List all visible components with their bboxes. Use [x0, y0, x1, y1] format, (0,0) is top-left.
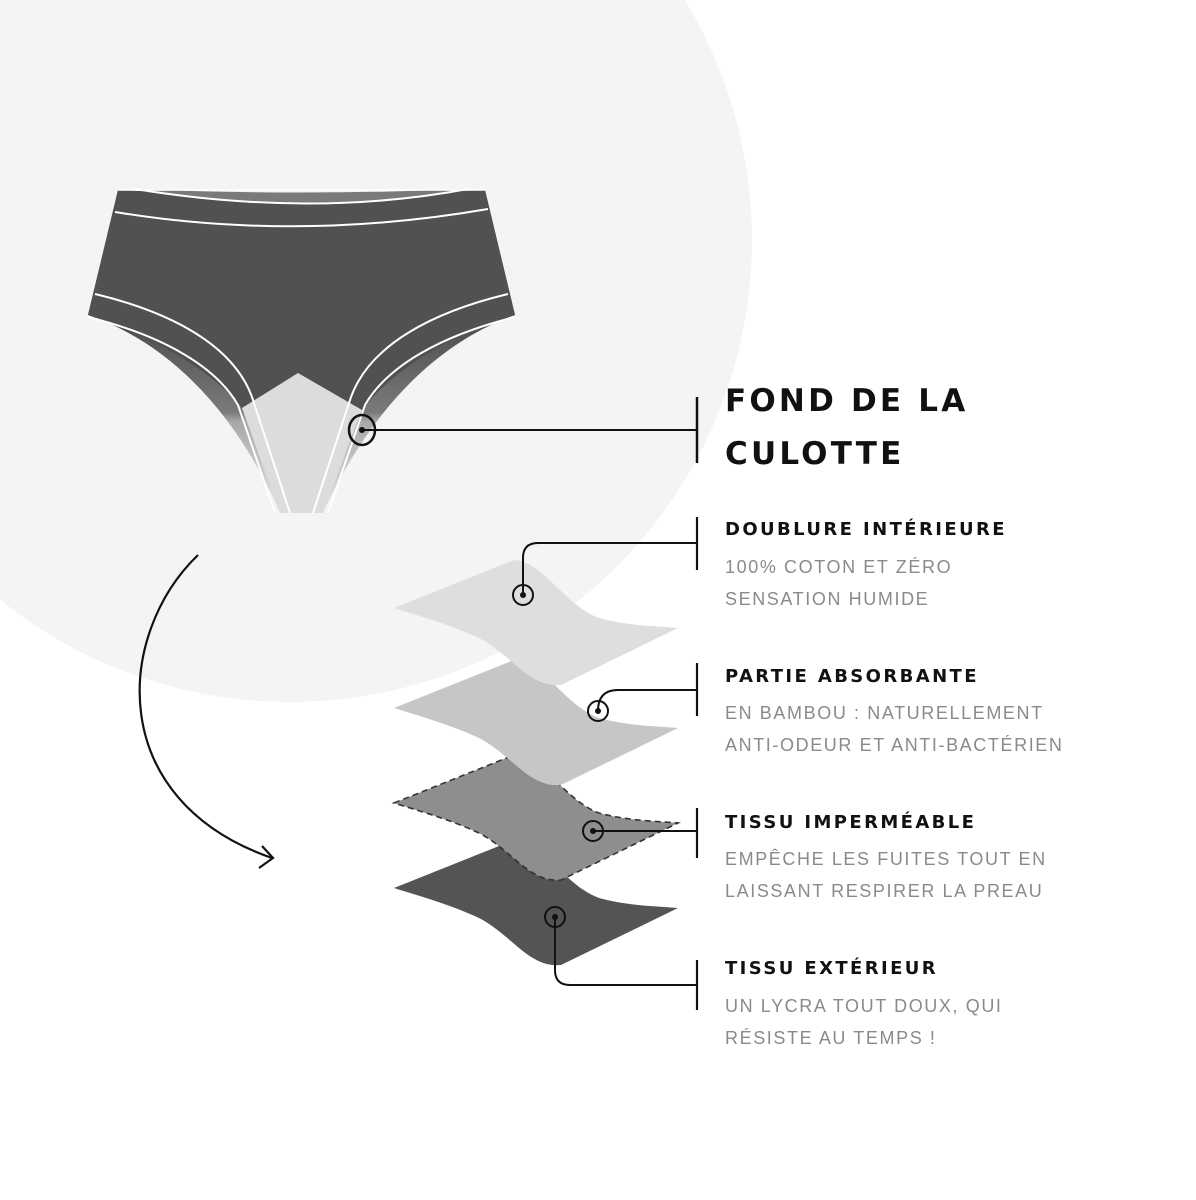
underwear-illustration — [87, 188, 516, 514]
layer-desc-absorbent-2: ANTI-ODEUR ET ANTI-BACTÉRIEN — [725, 735, 1064, 755]
waistband-inner — [135, 189, 468, 203]
target-dot-inner-lining — [520, 592, 526, 598]
layer-title-inner-lining: DOUBLURE INTÉRIEURE — [725, 519, 1008, 540]
layer-desc-inner-lining-2: SENSATION HUMIDE — [725, 589, 930, 609]
layer-desc-outer-1: UN LYCRA TOUT DOUX, QUI — [725, 996, 1003, 1016]
target-dot-absorbent — [595, 708, 601, 714]
target-icon-waterproof — [582, 820, 604, 842]
layer-title-outer: TISSU EXTÉRIEUR — [725, 958, 939, 979]
fabric-layer-outer — [394, 840, 678, 966]
layer-title-waterproof: TISSU IMPERMÉABLE — [725, 812, 977, 833]
main-title-line1: FOND DE LA — [725, 383, 969, 419]
layer-desc-waterproof-1: EMPÊCHE LES FUITES TOUT EN — [725, 849, 1047, 869]
target-icon-absorbent — [587, 700, 609, 722]
underwear-body — [88, 190, 515, 410]
fabric-layer-inner-lining — [394, 560, 678, 686]
target-icon-inner-lining — [512, 584, 534, 606]
layer-desc-waterproof-2: LAISSANT RESPIRER LA PREAU — [725, 881, 1044, 901]
leader-line-inner-lining — [522, 542, 697, 595]
main-title-line2: CULOTTE — [725, 436, 905, 472]
fabric-layer-waterproof — [391, 754, 681, 881]
target-icon-outer — [544, 906, 566, 928]
layer-title-absorbent: PARTIE ABSORBANTE — [725, 666, 979, 687]
layer-desc-absorbent-1: EN BAMBOU : NATURELLEMENT — [725, 703, 1044, 723]
target-dot-outer — [552, 914, 558, 920]
leader-line-absorbent — [597, 689, 697, 712]
main-callout — [347, 397, 699, 463]
layer-desc-inner-lining-1: 100% COTON ET ZÉRO — [725, 557, 953, 577]
fabric-layer-absorbent — [394, 660, 678, 786]
crotch-gusset — [242, 373, 362, 513]
curved-arrow-icon — [138, 554, 275, 869]
leader-line-outer — [554, 917, 697, 986]
target-dot-waterproof — [590, 828, 596, 834]
layer-desc-outer-2: RÉSISTE AU TEMPS ! — [725, 1028, 937, 1048]
